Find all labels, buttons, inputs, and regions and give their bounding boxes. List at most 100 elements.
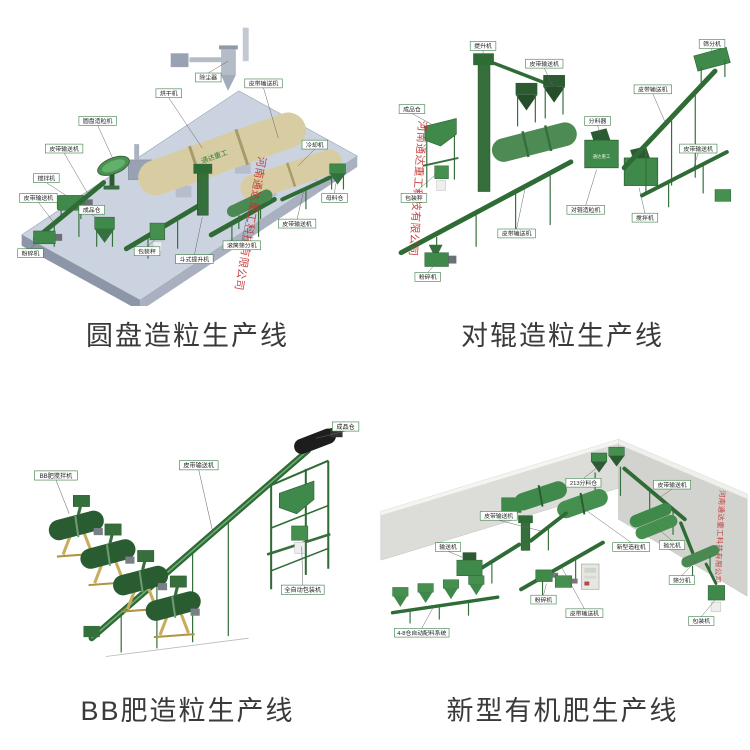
crushers [535, 569, 578, 588]
svg-text:分料器: 分料器 [589, 117, 607, 125]
buffer-hoppers [515, 75, 565, 127]
drum-screener [226, 189, 273, 230]
equipment-label: 筛分机 [668, 559, 697, 585]
equipment-label: 对辊造粒机 [566, 169, 605, 215]
svg-text:粉碎机: 粉碎机 [535, 596, 553, 604]
material-bin [329, 163, 346, 190]
equipment-label: 输送机 [435, 542, 465, 559]
product-panel-bb-line[interactable]: BB肥搅拌机 皮带输送机 成品仓 全自动包装机 BB肥造粒生产线 [0, 375, 375, 750]
svg-text:皮带输送机: 皮带输送机 [638, 86, 668, 94]
equipment-label: 4-8仓自动配料系统 [394, 606, 450, 638]
svg-text:新型造粒机: 新型造粒机 [617, 543, 646, 551]
equipment-label: 皮带输送机 [497, 186, 536, 239]
belt-conveyors [33, 175, 332, 259]
svg-text:母料仓: 母料仓 [326, 194, 344, 202]
caption-bb-line: BB肥造粒生产线 [80, 696, 295, 726]
caption-organic-line: 新型有机肥生产线 [446, 696, 679, 726]
factory-wall [380, 438, 748, 597]
svg-text:皮带输送机: 皮带输送机 [529, 60, 559, 68]
equipment-label: 烘干机 [155, 88, 203, 149]
product-panel-organic-line[interactable]: 河南通达重工科技有限公司 [375, 375, 750, 750]
svg-text:粉碎机: 粉碎机 [22, 249, 40, 257]
svg-text:筛分机: 筛分机 [673, 576, 691, 584]
svg-text:皮带输送机: 皮带输送机 [570, 609, 599, 617]
incline-conveyor [621, 68, 718, 194]
bb-line-illustration: BB肥搅拌机 皮带输送机 成品仓 全自动包装机 [34, 421, 360, 657]
equipment-label: 皮带输送机 [278, 189, 317, 229]
product-panel-disc-line[interactable]: 通达重工 [0, 0, 375, 375]
roller-line-art: 通达重工 [375, 0, 750, 306]
disc-granulator [97, 155, 130, 190]
equipment-label: 全自动包装机 [281, 546, 325, 595]
svg-text:粉碎机: 粉碎机 [419, 273, 437, 281]
svg-text:输送机: 输送机 [439, 543, 457, 551]
equipment-label: 皮带输送机 [45, 143, 90, 196]
caption-row: 圆盘造粒生产线 [0, 306, 375, 375]
feeder-machine [456, 552, 483, 576]
svg-text:BB肥搅拌机: BB肥搅拌机 [40, 472, 73, 480]
equipment-label: BB肥搅拌机 [34, 470, 78, 514]
equipment-label: 皮带输送机 [19, 193, 58, 224]
disc-line-illustration: 通达重工 [17, 27, 358, 306]
lower-right-conveyor [639, 150, 732, 208]
control-cabinet [581, 563, 600, 590]
svg-text:皮带输送机: 皮带输送机 [657, 481, 686, 489]
svg-text:213分料仓: 213分料仓 [570, 479, 597, 487]
equipment-label: 成品仓 [315, 421, 360, 439]
svg-text:提升机: 提升机 [474, 42, 492, 50]
polishing-machine [629, 503, 678, 540]
equipment-label: 皮带输送机 [479, 511, 541, 532]
equipment-label: 提升机 [469, 41, 497, 58]
equipment-label: 皮带输送机 [525, 58, 564, 87]
equipment-label: 包装秤 [400, 173, 437, 203]
svg-text:皮带输送机: 皮带输送机 [49, 145, 79, 153]
product-bin-station [422, 118, 459, 191]
svg-text:皮带输送机: 皮带输送机 [183, 462, 214, 470]
equipment-label: 滚筒筛分机 [222, 209, 261, 251]
ground-line [105, 637, 249, 657]
equipment-label: 冷却机 [297, 139, 328, 167]
svg-text:成品仓: 成品仓 [336, 423, 354, 431]
svg-text:皮带输送机: 皮带输送机 [484, 512, 513, 520]
equipment-label: 筛分机 [698, 39, 726, 54]
svg-text:皮带输送机: 皮带输送机 [502, 230, 532, 238]
svg-text:全自动包装机: 全自动包装机 [284, 586, 321, 594]
svg-text:包装机: 包装机 [693, 617, 711, 625]
equipment-label: 213分料仓 [565, 464, 602, 488]
caption-disc-line: 圆盘造粒生产线 [86, 321, 289, 351]
svg-text:搅拌机: 搅拌机 [37, 174, 55, 182]
equipment-label: 成品仓 [78, 205, 105, 222]
organic-line-art: 河南通达重工科技有限公司 [375, 375, 750, 681]
caption-row: 对辊造粒生产线 [375, 306, 750, 375]
equipment-label: 皮带输送机 [653, 479, 691, 499]
granulator-row [501, 481, 608, 519]
svg-text:冷却机: 冷却机 [306, 141, 324, 149]
bb-mixer [145, 575, 201, 639]
equipment-label: 皮带输送机 [561, 567, 604, 618]
svg-text:皮带输送机: 皮带输送机 [24, 194, 54, 202]
equipment-label: 粉碎机 [17, 236, 44, 258]
equipment-label: 成品仓 [398, 104, 432, 125]
caption-row: 新型有机肥生产线 [375, 681, 750, 750]
equipment-label: 分料器 [584, 116, 611, 135]
svg-text:斗式提升机: 斗式提升机 [180, 255, 210, 263]
product-panel-roller-line[interactable]: 通达重工 [375, 0, 750, 375]
equipment-label: 皮带输送机 [679, 143, 718, 169]
head-drum [294, 428, 343, 455]
svg-text:滚筒筛分机: 滚筒筛分机 [227, 242, 257, 250]
equipment-label: 粉碎机 [530, 583, 557, 605]
bucket-elevator [473, 53, 557, 192]
machine-brand-text: 通达重工 [593, 153, 611, 160]
svg-text:成品仓: 成品仓 [403, 105, 421, 113]
equipment-label: 抛光机 [653, 524, 686, 550]
equipment-label: 除尘器 [195, 60, 229, 83]
bb-mixer [48, 495, 104, 558]
roller-line-illustration: 通达重工 [398, 39, 732, 282]
equipment-label: 新型造粒机 [579, 505, 650, 552]
caption-row: BB肥造粒生产线 [0, 681, 375, 750]
equipment-label: 皮带输送机 [633, 84, 672, 124]
equipment-label: 斗式提升机 [175, 217, 214, 264]
equipment-label: 粉碎机 [414, 262, 441, 282]
svg-text:圆盘造粒机: 圆盘造粒机 [83, 117, 113, 125]
